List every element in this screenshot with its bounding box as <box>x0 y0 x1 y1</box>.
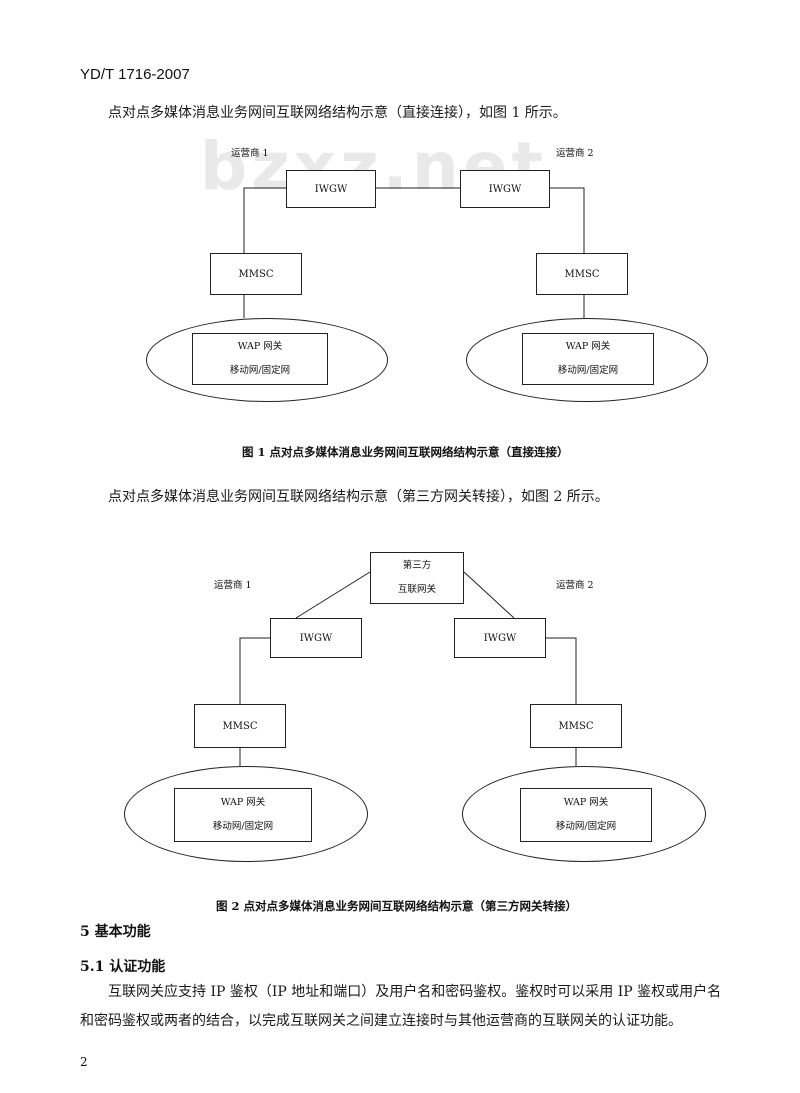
fig1-network-right-ellipse <box>466 318 708 402</box>
fig2-operator2-label: 运营商 2 <box>556 580 594 591</box>
fig2-iwgw-left-label: IWGW <box>299 632 333 644</box>
fig2-mmsc-left-label: MMSC <box>222 720 258 732</box>
fig1-iwgw-right-label: IWGW <box>488 183 522 195</box>
fig1-wap-left: WAP 网关 移动网/固定网 <box>192 333 328 385</box>
fig2-iwgw-left: IWGW <box>270 618 362 658</box>
fig1-iwgw-left: IWGW <box>286 170 376 208</box>
figure2-caption: 图 2 点对点多媒体消息业务网间互联网络结构示意（第三方网关转接） <box>216 899 578 913</box>
fig2-third-party-gateway: 第三方 互联网关 <box>370 552 464 604</box>
figure2-intro: 点对点多媒体消息业务网间互联网络结构示意（第三方网关转接），如图 2 所示。 <box>108 489 609 505</box>
fig2-mmsc-right-label: MMSC <box>558 720 594 732</box>
fig2-net-right-label: 移动网/固定网 <box>555 821 617 832</box>
fig2-wap-left-label: WAP 网关 <box>220 797 266 808</box>
third-party-left-line <box>295 571 371 619</box>
fig1-net-right-label: 移动网/固定网 <box>557 365 619 376</box>
fig2-network-right-ellipse <box>462 766 706 862</box>
fig1-mmsc-right: MMSC <box>536 253 628 295</box>
fig1-wap-right-label: WAP 网关 <box>565 341 611 352</box>
section-5-1-title: 5.1 认证功能 <box>80 959 166 975</box>
fig2-wap-left: WAP 网关 移动网/固定网 <box>174 788 312 842</box>
iwgw-mmsc-left-line <box>243 187 286 253</box>
iwgw-mmsc-right-line-2 <box>546 637 577 704</box>
fig2-mmsc-right: MMSC <box>530 704 622 748</box>
fig1-wap-right: WAP 网关 移动网/固定网 <box>522 333 654 385</box>
fig2-net-left-label: 移动网/固定网 <box>212 821 274 832</box>
fig1-net-left-label: 移动网/固定网 <box>229 365 291 376</box>
fig2-wap-right-label: WAP 网关 <box>563 797 609 808</box>
fig1-mmsc-left-label: MMSC <box>238 268 274 280</box>
fig1-iwgw-left-label: IWGW <box>314 183 348 195</box>
fig1-wap-left-label: WAP 网关 <box>237 341 283 352</box>
third-party-right-line <box>463 571 515 619</box>
fig1-iwgw-right: IWGW <box>460 170 550 208</box>
fig2-iwgw-right: IWGW <box>454 618 546 658</box>
fig2-mmsc-left: MMSC <box>194 704 286 748</box>
figure1-caption: 图 1 点对点多媒体消息业务网间互联网络结构示意（直接连接） <box>242 445 569 459</box>
fig2-wap-right: WAP 网关 移动网/固定网 <box>520 788 652 842</box>
fig2-network-left-ellipse <box>124 766 368 862</box>
fig1-network-left-ellipse <box>146 318 388 402</box>
fig1-operator1-label: 运营商 1 <box>231 148 269 159</box>
section-5-1-line1: 互联网关应支持 IP 鉴权（IP 地址和端口）及用户名和密码鉴权。鉴权时可以采用… <box>108 984 722 1000</box>
fig2-iwgw-right-label: IWGW <box>483 632 517 644</box>
fig2-third-party-line1: 第三方 <box>402 560 432 571</box>
page-number: 2 <box>80 1055 88 1069</box>
iwgw-mmsc-left-line-2 <box>239 637 270 704</box>
iwgw-mmsc-right-line <box>550 187 585 253</box>
fig1-mmsc-right-label: MMSC <box>564 268 600 280</box>
section-5-1-line2: 和密码鉴权或两者的结合，以完成互联网关之间建立连接时与其他运营商的互联网关的认证… <box>80 1013 682 1029</box>
section-5-title: 5 基本功能 <box>80 924 151 940</box>
figure1-intro: 点对点多媒体消息业务网间互联网络结构示意（直接连接），如图 1 所示。 <box>108 105 567 121</box>
fig2-operator1-label: 运营商 1 <box>214 580 252 591</box>
fig1-mmsc-left: MMSC <box>210 253 302 295</box>
document-code: YD/T 1716-2007 <box>80 66 190 83</box>
fig1-operator2-label: 运营商 2 <box>556 148 594 159</box>
fig2-third-party-line2: 互联网关 <box>397 584 436 595</box>
